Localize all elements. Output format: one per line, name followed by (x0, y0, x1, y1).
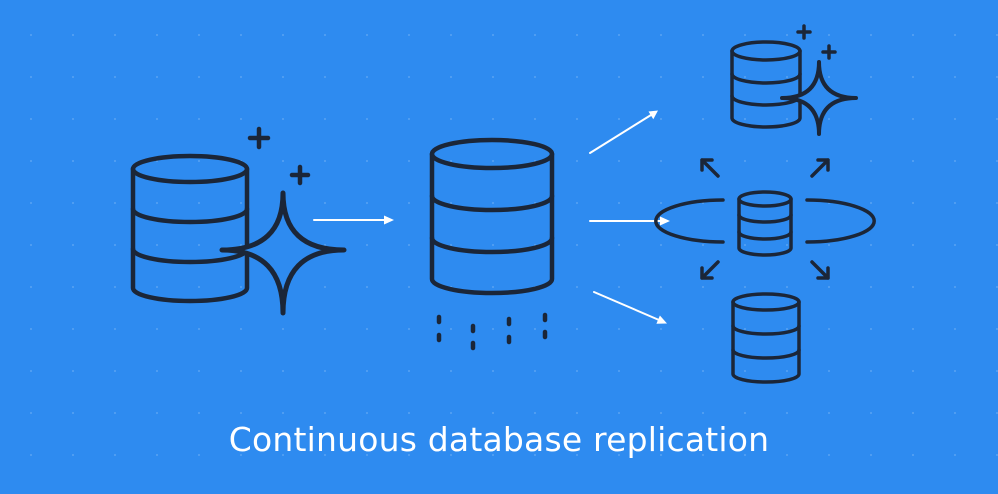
plus-icon (796, 24, 812, 40)
arrow-icon (589, 110, 658, 154)
expand-arrows-icon (700, 158, 830, 280)
arrow-icon (593, 291, 667, 324)
streaming-dots-icon (436, 312, 548, 351)
replica-database-icon (731, 292, 801, 384)
sparkle-icon (219, 190, 347, 316)
arrow-icon (313, 215, 394, 225)
plus-icon (821, 44, 837, 60)
replica-database-icon (730, 40, 802, 129)
arrow-icon (589, 216, 670, 226)
replica-database-icon (737, 190, 793, 257)
replica-database-icon (429, 137, 555, 296)
orbit-ring-icon (654, 198, 876, 244)
slide-caption: Continuous database replication (228, 420, 770, 459)
source-database-icon (130, 153, 250, 304)
sparkle-icon (780, 60, 858, 136)
plus-icon (289, 164, 311, 186)
plus-icon (247, 126, 271, 150)
